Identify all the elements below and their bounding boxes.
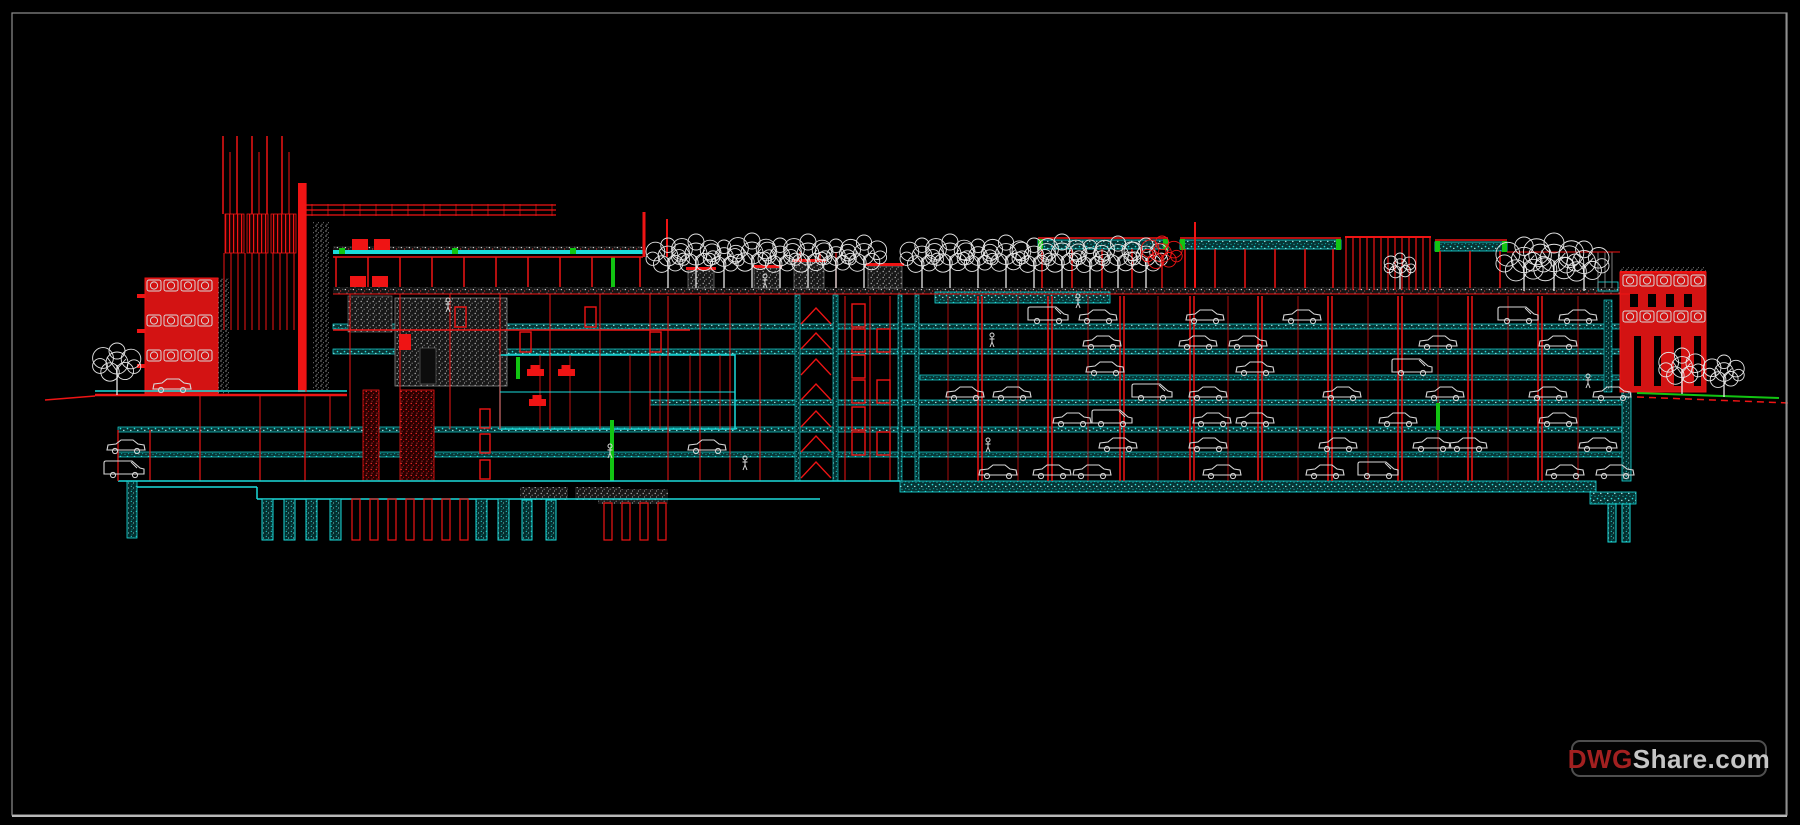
trees (92, 232, 1745, 397)
parked-cars (103, 274, 1706, 480)
watermark-text-red: DWG (1567, 743, 1633, 774)
foundation-piles (261, 498, 1631, 543)
people-figures (445, 273, 1591, 471)
stair-flights (800, 307, 832, 479)
frame-border (11, 12, 1788, 817)
outline-and-ground-lines (44, 183, 1790, 500)
watermark-text-gray: Share.com (1632, 743, 1771, 774)
door-frames (454, 303, 891, 480)
building-masses (126, 183, 1707, 539)
